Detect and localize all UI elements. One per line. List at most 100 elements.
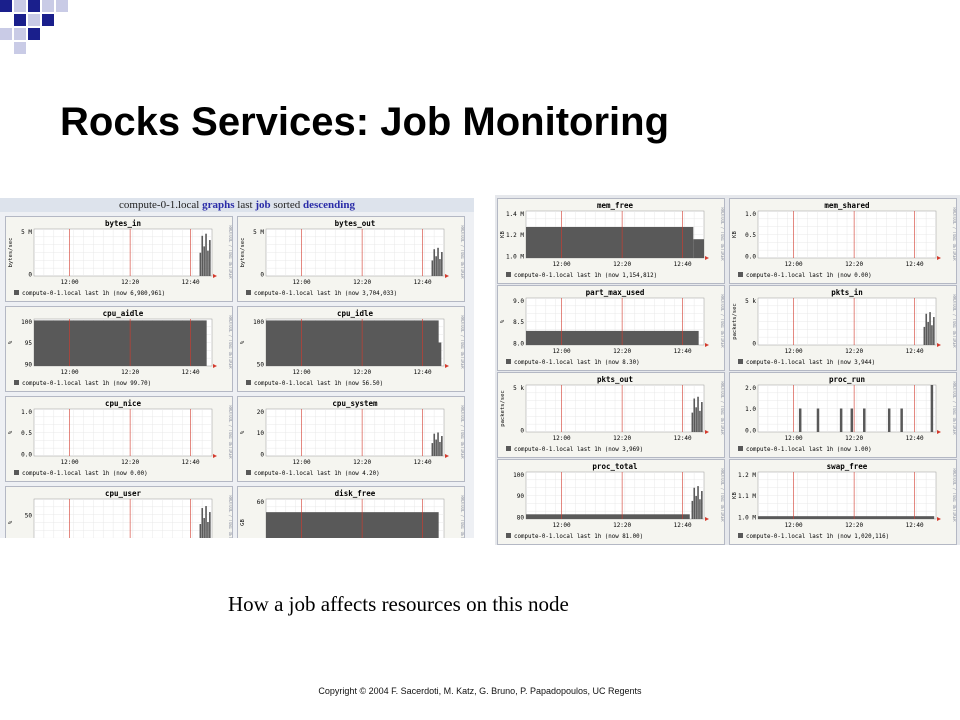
x-tick-label: 12:20 <box>353 279 371 286</box>
graph-legend: compute-0-1.local last 1h (now 3,944) <box>746 360 875 366</box>
x-tick-label: 12:40 <box>182 279 200 286</box>
x-tick-label: 12:00 <box>293 369 311 376</box>
rrdtool-side-label: RRDTOOL / TOBI OETIKER <box>228 226 233 280</box>
graph-title: proc_run <box>829 375 865 384</box>
rrdtool-side-label: RRDTOOL / TOBI OETIKER <box>952 295 957 349</box>
graph-legend: compute-0-1.local last 1h (now 0.00) <box>746 273 872 279</box>
y-axis-label: % <box>240 340 246 344</box>
y-tick-label: 9.0 <box>513 298 524 305</box>
y-tick-label: 0.0 <box>21 451 32 458</box>
graph-title: bytes_out <box>335 219 376 228</box>
y-axis-label: KB <box>500 231 506 238</box>
x-tick-label: 12:00 <box>785 348 803 355</box>
x-tick-label: 12:20 <box>613 522 631 529</box>
y-tick-label: 0 <box>260 451 264 458</box>
y-tick-label: 1.2 M <box>738 472 756 479</box>
graphs-page-header: compute-0-1.local graphs last job sorted… <box>0 198 474 212</box>
y-axis-label: packets/sec <box>500 390 506 426</box>
x-tick-label: 12:00 <box>293 279 311 286</box>
y-tick-label: 8.5 <box>513 319 524 326</box>
x-tick-label: 12:00 <box>785 261 803 268</box>
x-tick-label: 12:20 <box>845 435 863 442</box>
x-tick-label: 12:20 <box>121 279 139 286</box>
slide-caption: How a job affects resources on this node <box>228 592 569 616</box>
graph-series <box>199 233 211 276</box>
legend-swatch <box>738 533 743 538</box>
y-tick-label: 0.0 <box>745 253 756 260</box>
legend-swatch <box>246 380 251 385</box>
graph-title: cpu_system <box>332 399 378 408</box>
rrdtool-side-label: RRDTOOL / TOBI OETIKER <box>720 295 725 349</box>
x-tick-label: 12:20 <box>845 348 863 355</box>
graph-legend: compute-0-1.local last 1h (now 1.00) <box>746 447 872 453</box>
x-tick-label: 12:00 <box>785 435 803 442</box>
graph-legend: compute-0-1.local last 1h (now 1,154,812… <box>514 273 657 279</box>
x-tick-label: 12:40 <box>182 369 200 376</box>
x-tick-label: 12:20 <box>121 369 139 376</box>
rrdtool-side-label: RRDTOOL / TOBI OETIKER <box>720 469 725 523</box>
header-word-sorted: sorted <box>273 199 301 211</box>
rrdtool-side-label: RRDTOOL / TOBI OETIKER <box>952 469 957 523</box>
graph-legend: compute-0-1.local last 1h (now 1,020,116… <box>746 534 889 540</box>
x-tick-label: 12:40 <box>674 261 692 268</box>
legend-swatch <box>14 290 19 295</box>
legend-swatch <box>506 359 511 364</box>
x-tick-label: 12:40 <box>906 261 924 268</box>
y-tick-label: 1.0 <box>745 406 756 413</box>
graph-series <box>34 320 207 366</box>
graph-series <box>923 312 935 345</box>
x-tick-label: 12:40 <box>906 435 924 442</box>
y-tick-label: 90 <box>25 361 33 368</box>
graph-legend: compute-0-1.local last 1h (now 56.50) <box>254 381 383 387</box>
graph-series <box>798 385 934 432</box>
y-tick-label: 50 <box>257 361 265 368</box>
y-tick-label: 5 M <box>253 229 264 236</box>
y-tick-label: 50 <box>25 512 33 519</box>
y-tick-label: 0 <box>752 340 756 347</box>
rrdtool-side-label: RRDTOOL / TOBI OETIKER <box>720 382 725 436</box>
graph-series <box>758 516 935 519</box>
y-tick-label: 0.0 <box>745 427 756 434</box>
graph-legend: compute-0-1.local last 1h (now 8.30) <box>514 360 640 366</box>
header-host: compute-0-1.local <box>119 199 200 211</box>
legend-swatch <box>738 272 743 277</box>
header-word-graphs: graphs <box>202 199 235 211</box>
x-tick-label: 12:00 <box>61 279 79 286</box>
legend-swatch <box>738 446 743 451</box>
y-axis-label: KB <box>732 231 738 238</box>
legend-swatch <box>14 380 19 385</box>
graph-legend: compute-0-1.local last 1h (now 3,969) <box>514 447 643 453</box>
graph-series <box>199 506 211 538</box>
header-word-descending: descending <box>302 199 355 211</box>
graph-series <box>266 320 442 366</box>
x-tick-label: 12:00 <box>553 261 571 268</box>
legend-swatch <box>506 533 511 538</box>
graph-title: disk_free <box>335 489 376 498</box>
y-tick-label: 1.4 M <box>506 211 524 218</box>
graph-legend: compute-0-1.local last 1h (now 6,980,961… <box>22 291 165 297</box>
rrdtool-side-label: RRDTOOL / TOBI OETIKER <box>228 496 233 538</box>
x-tick-label: 12:00 <box>293 459 311 466</box>
y-axis-label: bytes/sec <box>8 238 14 268</box>
legend-swatch <box>246 470 251 475</box>
x-tick-label: 12:00 <box>61 459 79 466</box>
x-tick-label: 12:00 <box>553 348 571 355</box>
